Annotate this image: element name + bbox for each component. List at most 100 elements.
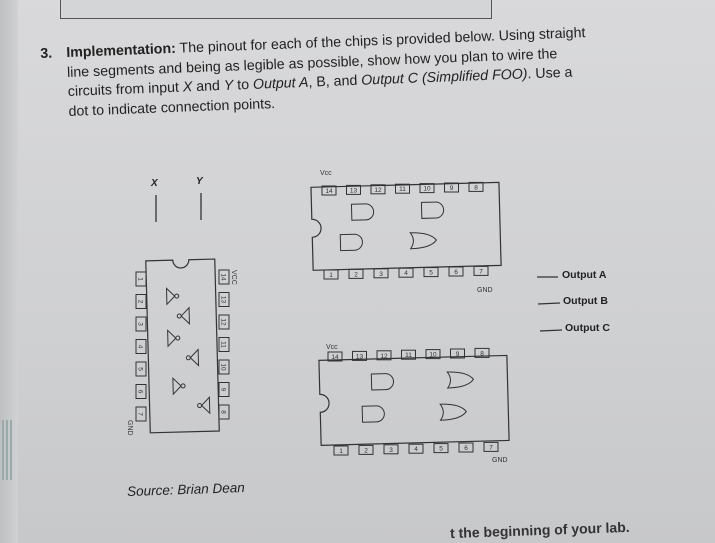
inverter-right-pin: 10 [218, 359, 230, 375]
svg-text:10: 10 [429, 352, 437, 359]
top-chip-upper-pin: 11 [395, 183, 410, 194]
inverter-right-pin: 14 [218, 269, 230, 285]
inverter-left-pin: 5 [135, 361, 147, 377]
svg-text:12: 12 [374, 187, 382, 194]
svg-text:13: 13 [356, 353, 364, 360]
top-chip-lower-pin: 6 [448, 266, 464, 277]
bottom-chip-upper-pin: 10 [425, 349, 441, 360]
top-chip-upper-pin: 12 [370, 184, 386, 195]
inverter-left-pin: 1 [135, 271, 147, 287]
output-b-line [537, 302, 561, 305]
svg-text:12: 12 [220, 318, 227, 326]
top-chip-lower-pin: 2 [348, 268, 364, 279]
svg-text:4: 4 [137, 345, 144, 349]
binding-stripe [2, 420, 12, 480]
top-chip-upper-pin: 13 [346, 184, 361, 195]
svg-text:9: 9 [220, 388, 227, 392]
top-chip-gnd-label: GND [477, 287, 493, 294]
bottom-chip-upper-pin: 11 [401, 349, 416, 360]
top-chip-lower-pin: 1 [323, 269, 339, 280]
svg-text:2: 2 [137, 300, 144, 304]
svg-text:2: 2 [364, 447, 368, 454]
output-b-label: Output B [563, 295, 608, 307]
svg-text:11: 11 [399, 186, 406, 193]
svg-text:4: 4 [414, 446, 418, 453]
svg-text:14: 14 [325, 188, 333, 195]
svg-text:8: 8 [220, 410, 227, 414]
bottom-chip-upper-pin: 12 [376, 350, 392, 361]
svg-text:13: 13 [350, 187, 358, 194]
svg-text:7: 7 [479, 268, 483, 275]
svg-text:8: 8 [474, 184, 478, 191]
inverter-left-pin: 6 [135, 384, 147, 399]
svg-text:3: 3 [389, 447, 393, 454]
bottom-chip-lower-pin: 2 [358, 444, 374, 455]
inverter-chip [145, 258, 220, 434]
svg-text:2: 2 [354, 271, 358, 278]
svg-text:10: 10 [220, 363, 227, 371]
inverter-right-pin: 11 [218, 337, 230, 352]
top-chip-upper-pin: 8 [468, 181, 484, 192]
bottom-chip-lower-pin: 3 [383, 444, 399, 455]
bottom-chip-lower-pin: 1 [333, 445, 349, 456]
input-y-label: Y [196, 176, 203, 187]
top-chip-lower-pin: 3 [373, 268, 389, 279]
svg-text:8: 8 [480, 350, 484, 357]
inverter-gnd-label: GND [126, 420, 133, 436]
bottom-chip-lower-pin: 4 [408, 443, 424, 454]
input-x-label: X [151, 178, 158, 189]
page-edge-shadow [0, 0, 18, 543]
top-chip-lower-pin: 4 [398, 267, 414, 278]
inverter-left-pin: 2 [135, 294, 147, 309]
svg-text:3: 3 [379, 271, 383, 278]
svg-text:5: 5 [429, 270, 433, 277]
output-c-label: Output C [565, 322, 610, 334]
output-c-line [539, 329, 563, 332]
inverter-right-pin: 9 [218, 382, 230, 397]
top-chip-lower-pin: 5 [423, 267, 439, 278]
bottom-chip-vcc-label: Vcc [326, 344, 338, 351]
top-chip-upper-pin: 9 [444, 182, 459, 193]
top-chip-vcc-label: Vcc [320, 170, 332, 177]
bottom-chip-upper-pin: 9 [450, 348, 465, 359]
svg-text:11: 11 [220, 341, 227, 348]
bottom-chip-gnd-label: GND [492, 457, 508, 464]
inverter-left-pin: 4 [135, 339, 147, 354]
top-chip-upper-pin: 10 [419, 183, 435, 194]
svg-text:14: 14 [331, 354, 339, 361]
svg-text:7: 7 [137, 412, 144, 416]
svg-text:3: 3 [137, 322, 144, 326]
svg-text:6: 6 [464, 445, 468, 452]
svg-text:10: 10 [423, 186, 431, 193]
svg-text:1: 1 [339, 448, 343, 455]
inverter-vcc-label: VCC [230, 270, 237, 285]
output-a-label: Output A [562, 269, 607, 281]
svg-text:1: 1 [329, 272, 333, 279]
top-chip-lower-pin: 7 [473, 265, 489, 276]
svg-text:12: 12 [380, 353, 388, 360]
svg-text:9: 9 [450, 185, 454, 192]
bottom-chip-upper-pin: 14 [327, 351, 343, 362]
bottom-chip-upper-pin: 8 [474, 347, 490, 358]
svg-text:1: 1 [137, 277, 144, 281]
svg-text:9: 9 [456, 351, 460, 358]
bottom-chip-lower-pin: 5 [433, 443, 449, 454]
svg-text:6: 6 [137, 390, 144, 394]
bottom-chip-upper-pin: 13 [352, 350, 367, 361]
top-logic-chip [310, 181, 502, 271]
svg-text:4: 4 [404, 270, 408, 277]
previous-box-edge [60, 0, 492, 19]
inverter-right-pin: 12 [218, 314, 230, 330]
svg-text:5: 5 [439, 446, 443, 453]
svg-text:7: 7 [489, 444, 493, 451]
bottom-logic-chip [318, 354, 510, 446]
top-chip-upper-pin: 14 [321, 185, 337, 196]
inverter-left-pin: 3 [135, 316, 147, 332]
bottom-chip-lower-pin: 6 [458, 442, 474, 453]
inverter-left-pin: 7 [135, 406, 147, 422]
svg-text:6: 6 [454, 269, 458, 276]
svg-text:14: 14 [220, 273, 227, 281]
bottom-chip-lower-pin: 7 [483, 441, 499, 452]
svg-text:13: 13 [220, 296, 227, 304]
